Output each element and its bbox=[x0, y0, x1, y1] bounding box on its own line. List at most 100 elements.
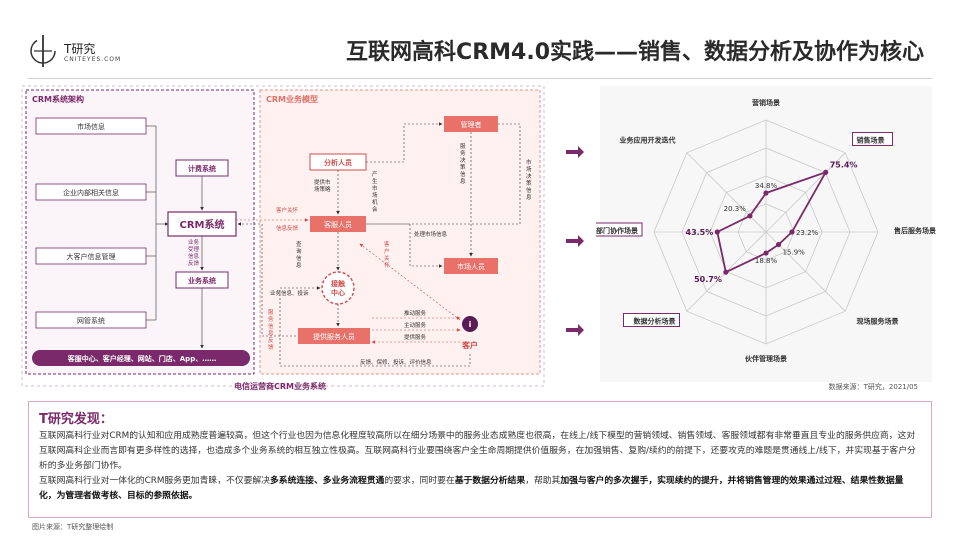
flow-service-decision-6: 息 bbox=[460, 177, 466, 185]
radar-point bbox=[763, 250, 769, 256]
contact-hub-line1: 接触 bbox=[331, 279, 345, 288]
flow-service-decision-5: 信 bbox=[460, 170, 466, 178]
flow-gen-market-3: 市 bbox=[372, 184, 378, 192]
radar-value-label: 50.7% bbox=[694, 275, 722, 284]
flow-service-decision-4: 策 bbox=[460, 163, 466, 171]
radar-labels: 营销场景34.8%销售场景75.4%售后服务场景23.2%现场服务场景15.9%… bbox=[596, 98, 936, 363]
left-node-internal-label: 企业内部相关信息 bbox=[63, 188, 119, 197]
left-node-vip: 大客户信息管理 bbox=[35, 247, 147, 265]
radar-value-label: 20.3% bbox=[724, 205, 747, 213]
client-manager-label: 客服人员 bbox=[324, 220, 352, 229]
flow-customer-care-1: 客户关怀 bbox=[276, 206, 299, 214]
flow-service-decision-1: 服 bbox=[460, 143, 466, 150]
brand-name: T研究 bbox=[64, 42, 96, 56]
left-node-netmgmt: 网管系统 bbox=[35, 311, 147, 329]
findings-title: T研究发现： bbox=[39, 412, 113, 427]
analyst-node: 分析人员 bbox=[309, 153, 367, 171]
radar-value-label: 34.8% bbox=[755, 182, 778, 190]
radar-axis-label: 现场服务场景 bbox=[857, 317, 899, 326]
analyst-label: 分析人员 bbox=[324, 158, 352, 167]
flow-query-info-1: 查 bbox=[296, 240, 302, 248]
radar-axis-label: 业务部门协作场景 bbox=[596, 226, 638, 235]
radar-point bbox=[747, 213, 753, 219]
title-divider bbox=[28, 78, 932, 79]
flow-gen-market-2: 生 bbox=[372, 177, 378, 185]
flow-business-query: 业务信息、投诉 bbox=[270, 289, 309, 297]
service-staff-label: 提供服务人员 bbox=[313, 332, 355, 341]
flow-process-market: 处理市场信息 bbox=[414, 230, 448, 238]
left-node-market: 市场信息 bbox=[35, 117, 147, 135]
radar-point bbox=[775, 241, 782, 248]
radar-axis-highlight-box bbox=[852, 131, 894, 146]
arch-title: CRM系统架构 bbox=[32, 94, 84, 104]
left-node-netmgmt-label: 网管系统 bbox=[77, 316, 105, 325]
crm-side-text-4: 反馈 bbox=[188, 259, 200, 267]
radar-point bbox=[763, 190, 769, 196]
flow-provide-market-2: 场策略 bbox=[314, 185, 331, 193]
arrow-icon-3 bbox=[566, 324, 584, 336]
left-node-market-label: 市场信息 bbox=[77, 122, 105, 131]
radar-axis-line bbox=[765, 152, 846, 233]
marketing-label: 市场人员 bbox=[457, 262, 485, 271]
flow-service-info-3: 信 bbox=[268, 322, 274, 330]
radar-points bbox=[714, 169, 829, 275]
radar-axis-label: 售后服务场景 bbox=[894, 226, 936, 235]
model-panel bbox=[259, 89, 541, 375]
flow-customer-care-v-4: 怀 bbox=[384, 261, 390, 269]
flow-service-decision-2: 务 bbox=[460, 149, 466, 157]
customer-label: 客户 bbox=[461, 340, 478, 350]
left-node-internal: 企业内部相关信息 bbox=[35, 183, 147, 201]
business-system-node: 业务系统 bbox=[175, 271, 229, 289]
outer-frame bbox=[21, 85, 545, 387]
radar-axis-label: 业务应用开发迭代 bbox=[619, 135, 675, 144]
crm-system-label: CRM系统 bbox=[180, 218, 225, 231]
flow-gen-market-6: 会 bbox=[372, 205, 378, 213]
flow-proactive-service: 主动服务 bbox=[404, 321, 427, 329]
flow-service-info-4: 息 bbox=[268, 329, 274, 337]
crm-side-text-2: 受理 bbox=[188, 245, 200, 253]
left-node-vip-label: 大客户信息管理 bbox=[67, 252, 116, 261]
radar-axis-line bbox=[686, 152, 767, 233]
radar-value-label: 43.5% bbox=[686, 228, 714, 237]
customer-node: i 客户 bbox=[461, 316, 478, 350]
arrow-icon-1 bbox=[566, 146, 584, 158]
radar-value-label: 18.8% bbox=[755, 257, 778, 265]
billing-system-label: 计费系统 bbox=[188, 164, 216, 173]
radar-point bbox=[714, 229, 720, 235]
flow-customer-care-v-1: 客 bbox=[384, 240, 390, 248]
service-staff-node: 提供服务人员 bbox=[298, 328, 370, 344]
contact-hub-node: 接触 中心 bbox=[321, 271, 355, 305]
customer-icon bbox=[462, 316, 478, 332]
radar-chart: 营销场景34.8%销售场景75.4%售后服务场景23.2%现场服务场景15.9%… bbox=[596, 86, 936, 382]
radar-axis-label: 数据分析场景 bbox=[633, 317, 675, 326]
radar-point bbox=[789, 229, 795, 235]
flow-customer-care-2: 信息反馈 bbox=[276, 224, 299, 232]
billing-system-node: 计费系统 bbox=[175, 159, 229, 177]
flow-market-decision-5: 信 bbox=[526, 186, 532, 194]
flow-feedback: 反馈、保修、投诉、评价信息 bbox=[360, 358, 432, 366]
flow-market-decision-6: 息 bbox=[526, 193, 532, 201]
flow-gen-market-1: 产 bbox=[372, 170, 378, 178]
channels-label: 客服中心、客户经理、网站、门店、App、…… bbox=[67, 354, 216, 363]
crm-system-node: CRM系统 bbox=[167, 211, 237, 237]
brand-sub: CNITEYES.COM bbox=[64, 56, 122, 63]
model-title: CRM业务模型 bbox=[266, 94, 318, 104]
channels-bar bbox=[32, 350, 250, 366]
footnote: 图片来源：T研究整理绘制 bbox=[32, 523, 114, 531]
flow-market-decision-1: 市 bbox=[526, 158, 532, 166]
flow-market-decision-2: 场 bbox=[526, 165, 532, 173]
radar-axis-label: 伙伴管理场景 bbox=[745, 354, 787, 363]
radar-axis-label: 营销场景 bbox=[752, 98, 780, 107]
flow-provide-service: 提供服务 bbox=[404, 333, 427, 341]
flow-gen-market-5: 机 bbox=[372, 198, 378, 206]
flow-query-info-3: 信 bbox=[296, 254, 302, 262]
marketing-node: 市场人员 bbox=[444, 258, 498, 274]
svg-text:i: i bbox=[469, 320, 472, 329]
flow-customer-care-v-3: 关 bbox=[384, 254, 390, 262]
flow-customer-care-v-2: 户 bbox=[384, 247, 390, 255]
flow-service-info-6: 馈 bbox=[268, 343, 274, 351]
flow-service-info-5: 反 bbox=[268, 336, 274, 344]
system-bottom-label: 电信运营商CRM业务系统 bbox=[234, 381, 326, 391]
flow-service-info-1: 服 bbox=[268, 309, 274, 316]
radar-point bbox=[723, 269, 729, 275]
